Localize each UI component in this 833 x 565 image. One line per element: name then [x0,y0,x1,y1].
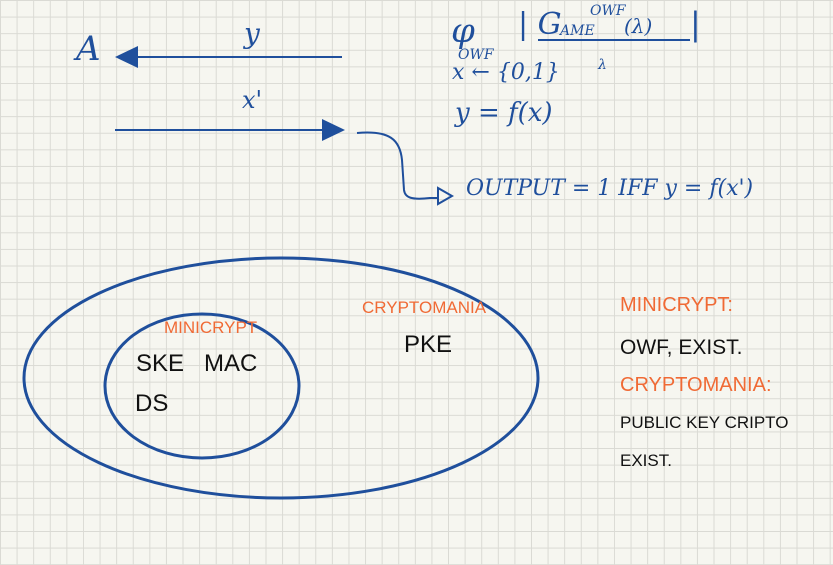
game-g: | G [518,7,562,42]
sample-x: x ← {0,1} [452,60,560,85]
arrow-x-head [322,119,345,141]
minicrypt-ellipse [103,312,301,460]
game-phi: φ [451,11,475,51]
venn-item-ske: SKE [136,350,185,377]
arrow-y-head [115,46,138,68]
message-y-label: y [244,17,260,50]
venn-item-pke: PKE [404,331,453,358]
game-close-bar: | [690,5,701,43]
sample-lambda-superscript: λ [598,57,607,73]
game-phi-subscript: OWF [458,47,494,63]
cryptomania-label: CRYPTOMANIA [362,298,487,317]
venn-item-ds: DS [135,390,169,417]
cryptomania-ellipse [22,256,540,500]
game-g-subscript: AME [560,23,595,39]
note-cryptomania-title: CRYPTOMANIA: [620,374,772,396]
message-x-prime-label: x' [242,86,263,114]
note-cryptomania-desc-2: EXIST. [620,451,672,470]
game-g-superscript: OWF [590,3,626,19]
output-condition: OUTPUT = 1 IFF y = f(x') [466,176,754,201]
output-arrow-head [437,186,455,206]
note-minicrypt-desc: OWF, EXIST. [620,336,743,359]
output-connector [356,131,438,200]
game-lambda: (λ) [624,14,653,38]
adversary-label: A [76,29,101,69]
y-equals-f-x: y = f(x) [455,98,553,128]
note-cryptomania-desc-1: PUBLIC KEY CRIPTO [620,413,789,432]
minicrypt-label: MINICRYPT [164,318,258,337]
venn-item-mac: MAC [204,350,258,377]
note-minicrypt-title: MINICRYPT: [620,294,733,316]
